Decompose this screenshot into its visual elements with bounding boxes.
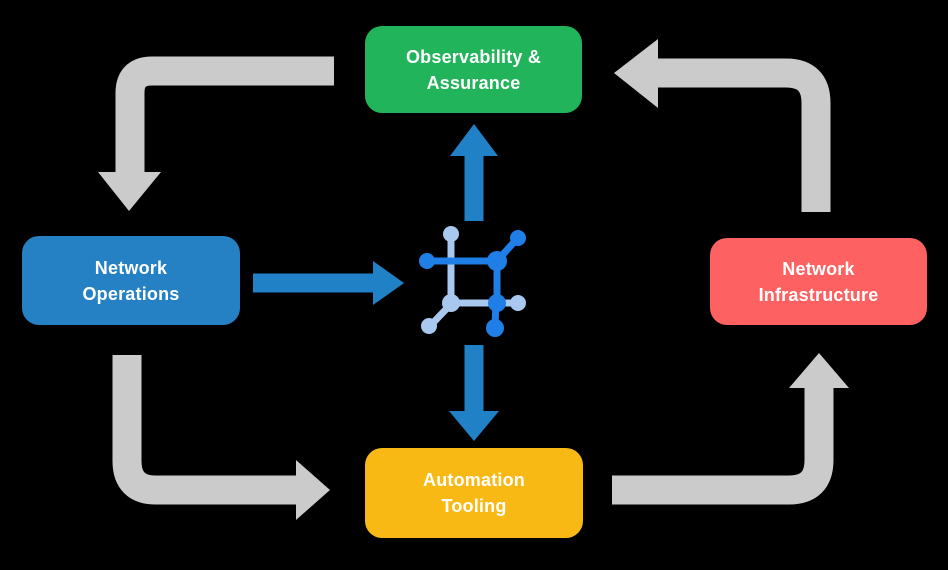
arrow-center-to-automation bbox=[449, 345, 499, 441]
arrow-infrastructure-to-observability bbox=[614, 39, 831, 212]
arrow-operations-to-center bbox=[253, 261, 404, 305]
network-mesh-icon-light-nodes bbox=[421, 226, 526, 334]
node-infrastructure-label: Network Infrastructure bbox=[758, 258, 879, 305]
node-operations-label: Network Operations bbox=[82, 257, 180, 304]
arrow-center-to-observability bbox=[450, 124, 498, 221]
network-mesh-icon bbox=[419, 226, 526, 337]
network-mesh-icon-dark-nodes bbox=[419, 230, 526, 337]
node-observability-assurance: Observability & Assurance bbox=[365, 26, 582, 113]
node-observability-label: Observability & Assurance bbox=[405, 46, 542, 93]
arrow-observability-to-operations bbox=[98, 56, 334, 211]
network-mesh-icon-light bbox=[427, 231, 520, 329]
node-network-infrastructure: Network Infrastructure bbox=[710, 238, 927, 325]
arrow-operations-to-automation bbox=[112, 355, 330, 520]
arrow-automation-to-infrastructure bbox=[612, 353, 849, 505]
node-automation-label: Automation Tooling bbox=[423, 470, 525, 516]
node-automation-tooling: Automation Tooling bbox=[365, 448, 583, 538]
node-network-operations: Network Operations bbox=[22, 236, 240, 325]
